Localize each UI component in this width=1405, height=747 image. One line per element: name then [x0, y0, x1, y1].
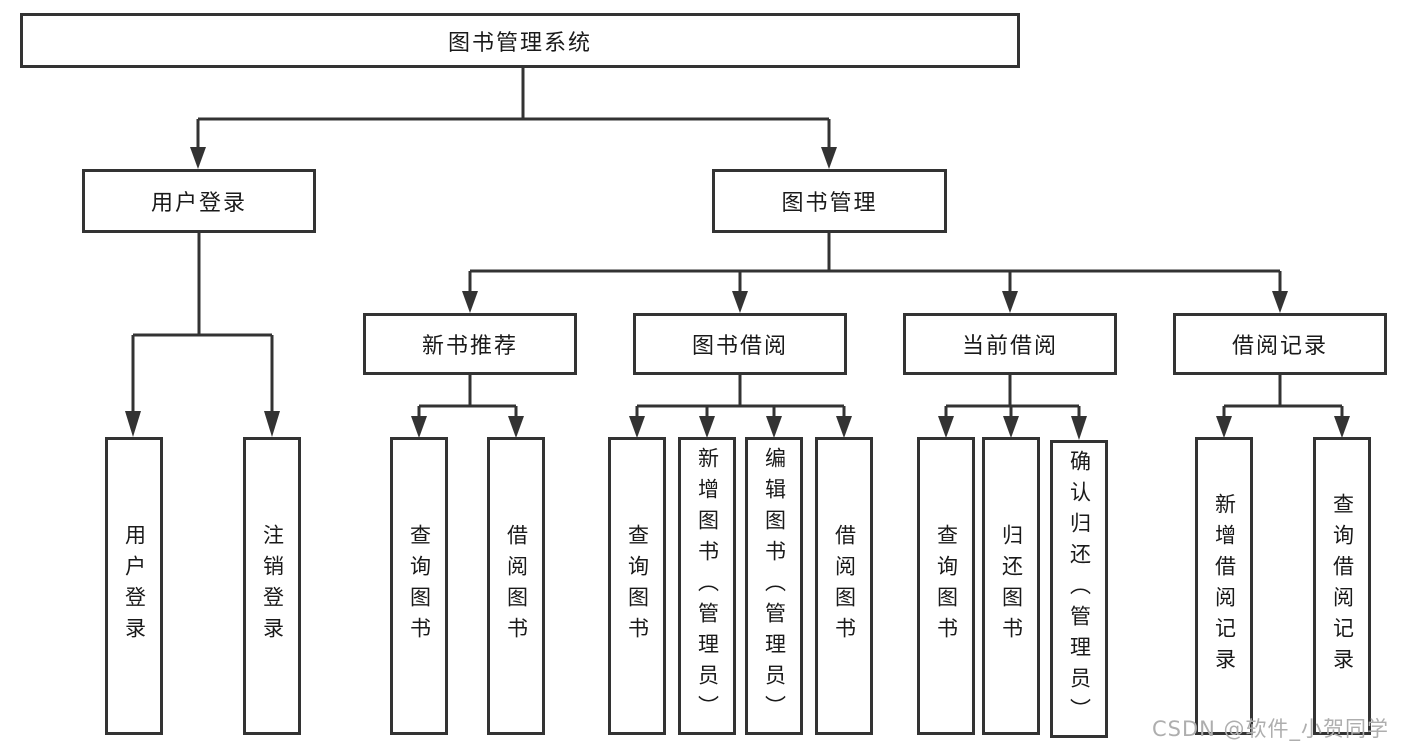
arrowhead-down-icon	[190, 147, 206, 169]
node-leaf-borrow-books: 借阅图书	[815, 437, 873, 735]
node-leaf-query-borrow-record: 查询借阅记录	[1313, 437, 1371, 735]
arrowhead-down-icon	[629, 416, 645, 438]
node-new-book-recommend: 新书推荐	[363, 313, 577, 375]
arrowhead-down-icon	[125, 411, 141, 437]
node-current-borrowing: 当前借阅	[903, 313, 1117, 375]
arrowhead-down-icon	[1003, 416, 1019, 438]
node-borrowing-records: 借阅记录	[1173, 313, 1387, 375]
connector-records-to-leaves	[1222, 375, 1344, 417]
arrowhead-down-icon	[821, 147, 837, 169]
arrowhead-down-icon	[1071, 416, 1087, 440]
node-leaf-query-books-current: 查询图书	[917, 437, 975, 735]
node-library-system: 图书管理系统	[20, 13, 1020, 68]
connector-bookmgmt-to-level3	[468, 233, 1282, 292]
arrowhead-down-icon	[508, 416, 524, 438]
connector-root-to-level2	[196, 68, 831, 148]
node-leaf-query-books-borrow: 查询图书	[608, 437, 666, 735]
node-leaf-query-books-recommend: 查询图书	[390, 437, 448, 735]
node-leaf-logout: 注销登录	[243, 437, 301, 735]
node-leaf-borrow-books-recommend: 借阅图书	[487, 437, 545, 735]
node-leaf-return-books: 归还图书	[982, 437, 1040, 735]
arrowhead-down-icon	[264, 411, 280, 437]
arrowhead-down-icon	[766, 416, 782, 438]
arrowhead-down-icon	[1334, 416, 1350, 438]
arrowhead-down-icon	[836, 416, 852, 438]
node-leaf-add-borrow-record: 新增借阅记录	[1195, 437, 1253, 735]
node-leaf-user-login: 用户登录	[105, 437, 163, 735]
connector-currentborrow-to-leaves	[944, 375, 1081, 417]
node-book-management: 图书管理	[712, 169, 947, 233]
node-leaf-confirm-return-admin: 确认归还（管理员）	[1050, 440, 1108, 738]
arrowhead-down-icon	[1002, 291, 1018, 313]
node-leaf-edit-book-admin: 编辑图书（管理员）	[745, 437, 803, 735]
node-leaf-add-book-admin: 新增图书（管理员）	[678, 437, 736, 735]
connector-userlogin-to-leaves	[131, 233, 274, 413]
connector-bookborrow-to-leaves	[635, 375, 846, 417]
arrowhead-down-icon	[699, 416, 715, 438]
node-user-login: 用户登录	[82, 169, 316, 233]
csdn-watermark: CSDN @软件_小贺同学	[1152, 717, 1390, 741]
arrowhead-down-icon	[732, 291, 748, 313]
node-book-borrowing: 图书借阅	[633, 313, 847, 375]
arrowhead-down-icon	[411, 416, 427, 438]
arrowhead-down-icon	[462, 291, 478, 313]
arrowhead-down-icon	[1272, 291, 1288, 313]
arrowhead-down-icon	[938, 416, 954, 438]
arrowhead-down-icon	[1216, 416, 1232, 438]
connector-newbook-to-leaves	[417, 375, 518, 417]
